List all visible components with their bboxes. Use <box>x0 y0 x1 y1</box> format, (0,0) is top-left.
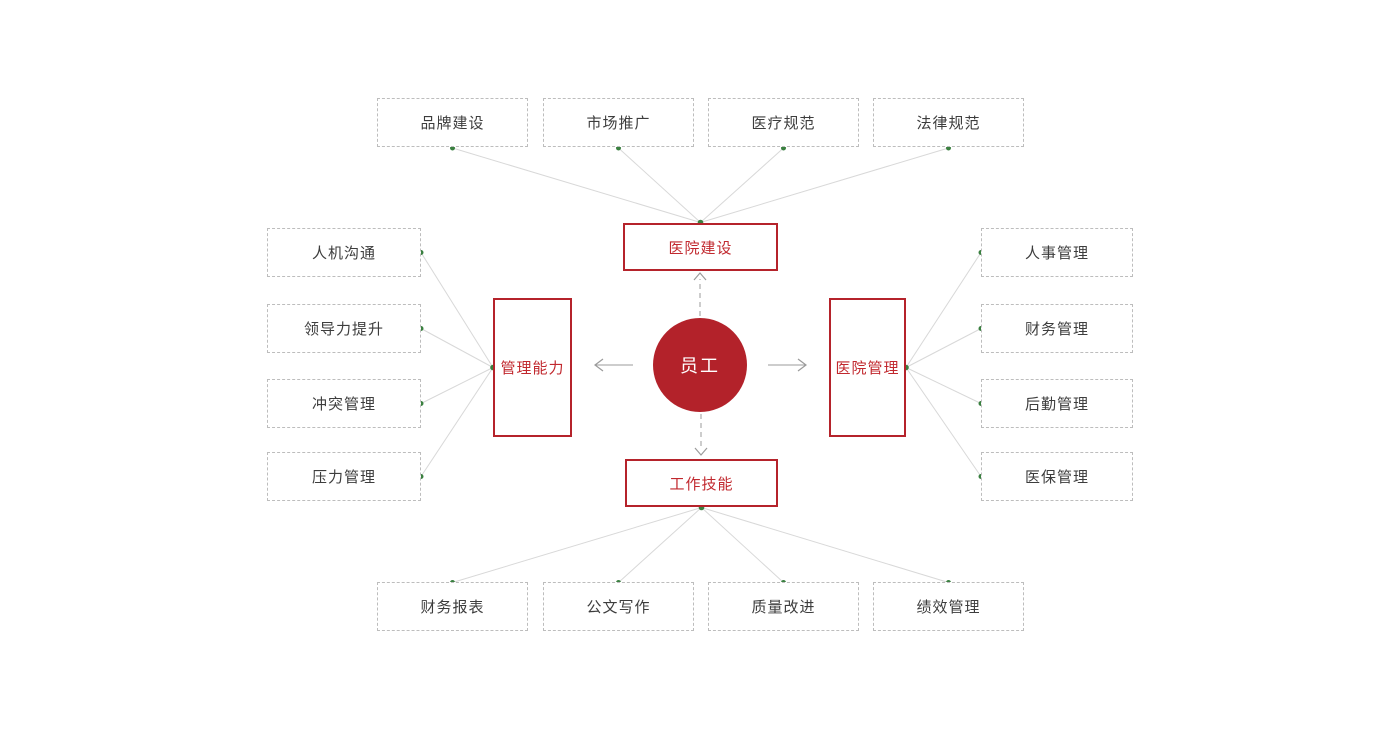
node-work-skills: 工作技能 <box>625 459 778 507</box>
node-hospital-construction: 医院建设 <box>623 223 778 271</box>
node-quality-improvement: 质量改进 <box>708 582 859 631</box>
node-management-ability: 管理能力 <box>493 298 572 437</box>
node-brand-building: 品牌建设 <box>377 98 528 147</box>
node-label: 公文写作 <box>586 599 651 616</box>
node-personnel-management: 人事管理 <box>981 228 1133 277</box>
node-label: 领导力提升 <box>303 321 384 338</box>
node-label: 医院建设 <box>668 239 733 257</box>
arrow-right-icon <box>768 358 807 372</box>
node-stress-management: 压力管理 <box>267 452 421 501</box>
node-label: 人机沟通 <box>311 245 376 262</box>
bottom-fan-lines <box>450 504 951 585</box>
node-label: 质量改进 <box>751 599 816 616</box>
node-label: 管理能力 <box>500 360 565 377</box>
node-label: 冲突管理 <box>311 396 376 413</box>
center-node-employee: 员工 <box>653 318 747 412</box>
node-medical-insurance-management: 医保管理 <box>981 452 1133 501</box>
arrow-up-icon <box>693 272 707 316</box>
node-leadership-improvement: 领导力提升 <box>267 304 421 353</box>
node-label: 财务报表 <box>420 599 485 616</box>
node-label: 人事管理 <box>1024 245 1089 262</box>
node-finance-management: 财务管理 <box>981 304 1133 353</box>
node-label: 品牌建设 <box>420 115 485 132</box>
node-conflict-management: 冲突管理 <box>267 379 421 428</box>
top-fan-lines <box>450 145 951 226</box>
node-label: 压力管理 <box>311 469 376 486</box>
node-label: 绩效管理 <box>916 599 981 616</box>
arrow-down-icon <box>694 414 708 456</box>
right-fan-lines <box>903 250 984 479</box>
node-official-writing: 公文写作 <box>543 582 694 631</box>
node-performance-management: 绩效管理 <box>873 582 1024 631</box>
node-label: 医保管理 <box>1024 469 1089 486</box>
node-label: 后勤管理 <box>1024 396 1089 413</box>
arrow-left-icon <box>594 358 633 372</box>
node-label: 财务管理 <box>1024 321 1089 338</box>
node-financial-reports: 财务报表 <box>377 582 528 631</box>
node-hospital-management: 医院管理 <box>829 298 906 437</box>
node-human-machine-communication: 人机沟通 <box>267 228 421 277</box>
node-label: 医院管理 <box>835 360 900 377</box>
node-label: 市场推广 <box>586 115 651 132</box>
node-label: 法律规范 <box>916 115 981 132</box>
center-node-label: 员工 <box>680 356 720 376</box>
node-legal-standards: 法律规范 <box>873 98 1024 147</box>
node-label: 工作技能 <box>669 475 734 493</box>
node-market-promotion: 市场推广 <box>543 98 694 147</box>
node-medical-standards: 医疗规范 <box>708 98 859 147</box>
node-label: 医疗规范 <box>751 115 816 132</box>
left-fan-lines <box>418 250 496 479</box>
node-logistics-management: 后勤管理 <box>981 379 1133 428</box>
